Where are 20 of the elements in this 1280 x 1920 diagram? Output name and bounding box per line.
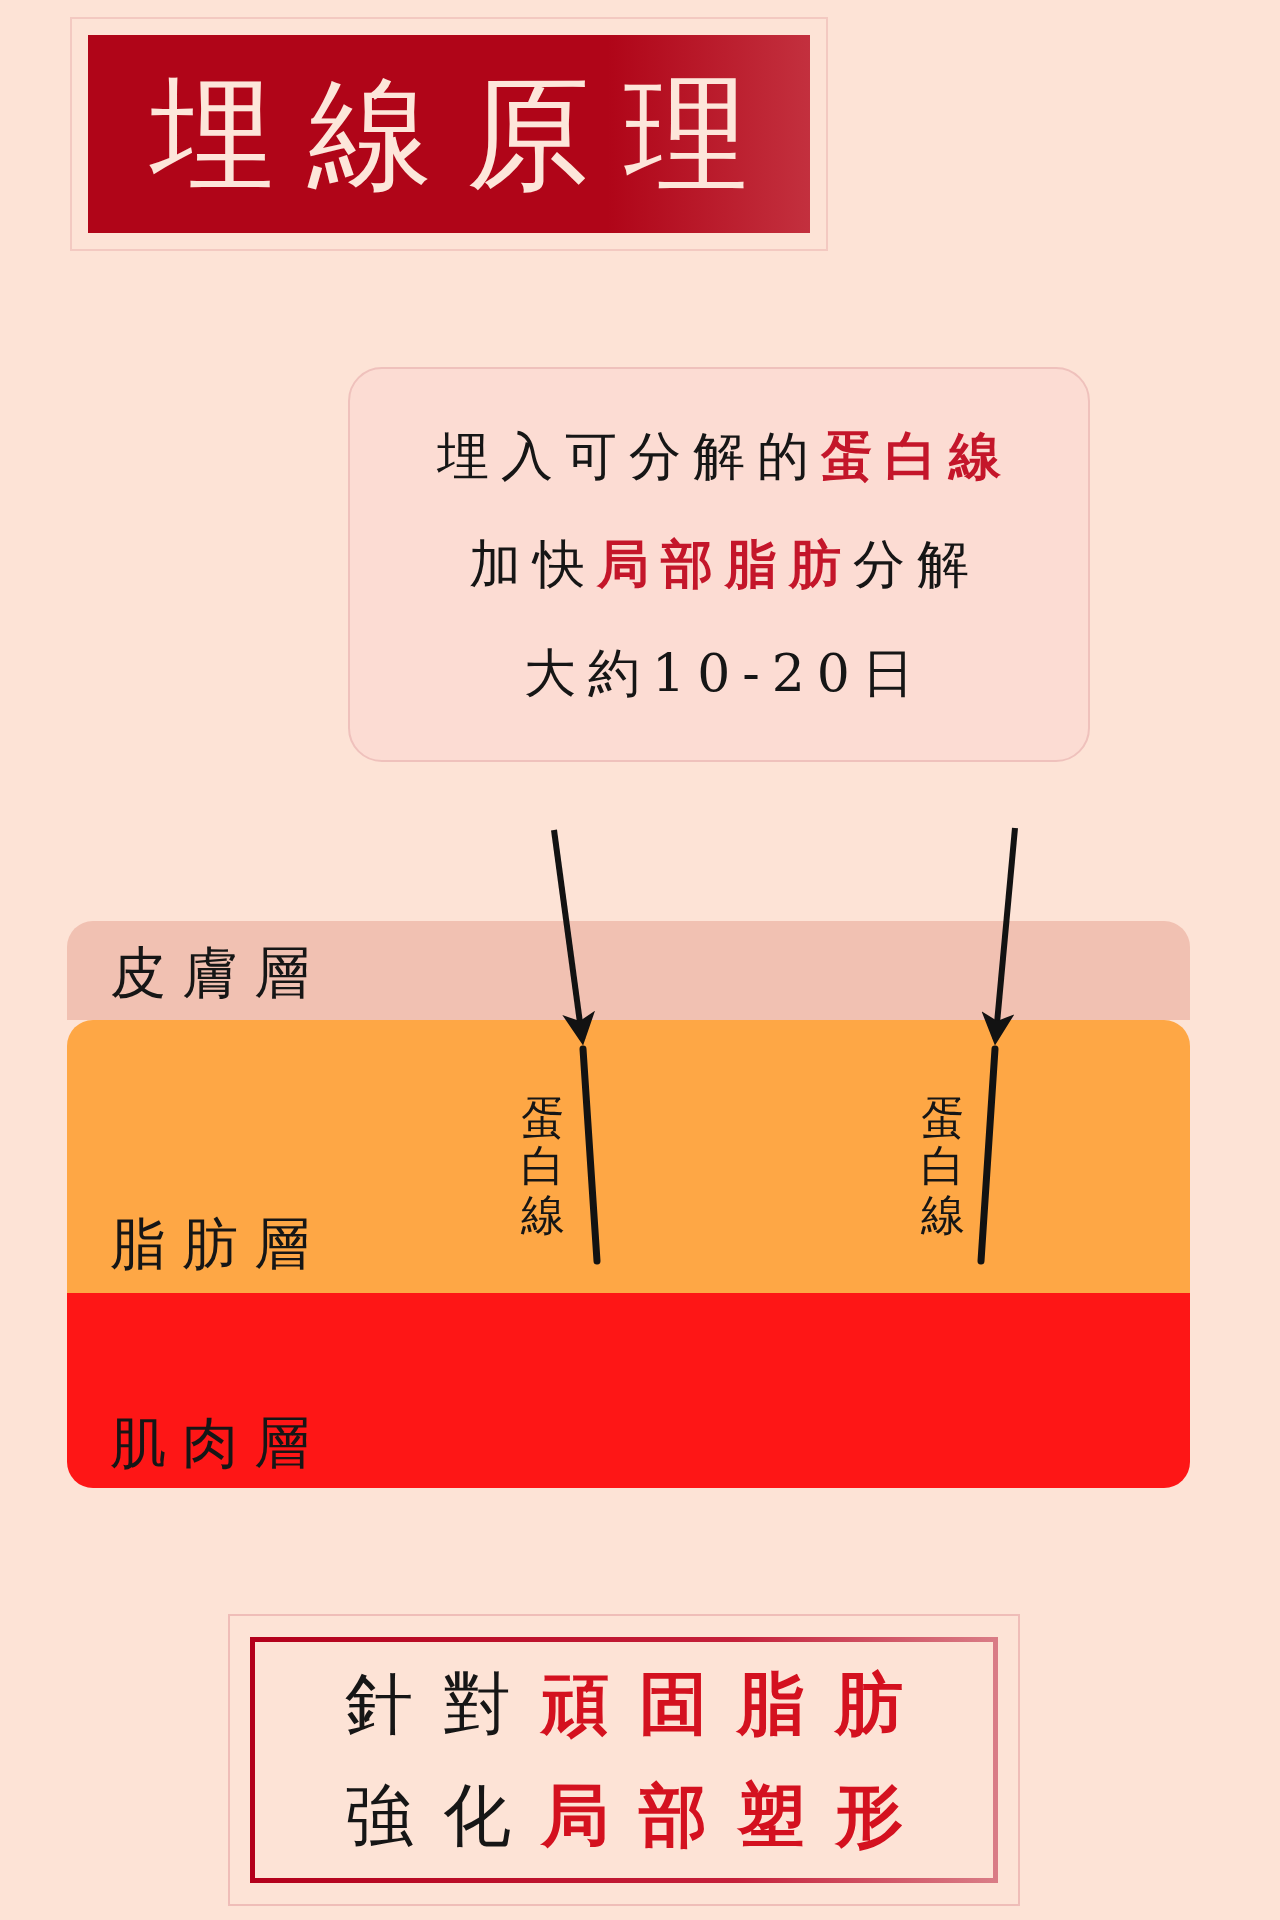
muscle-layer-band (67, 1293, 1190, 1488)
info-text: 加快局部脂肪分解 (468, 533, 981, 596)
info-text: 大約10-20日 (523, 641, 926, 705)
info-box (348, 367, 1090, 762)
layer-label: 脂肪層 (110, 1210, 326, 1278)
slogan-box (250, 1637, 998, 1883)
fat-layer-band (67, 1020, 1190, 1293)
thread-label: 蛋白線 (521, 1094, 565, 1240)
arrow (551, 829, 595, 1046)
thread-line (578, 1045, 602, 1265)
slogan-text: 強化局部塑形 (344, 1775, 933, 1857)
thread-line (976, 1045, 1000, 1265)
layer-label: 皮膚層 (110, 939, 326, 1007)
title-banner: 埋線原理 (88, 35, 810, 233)
arrow (981, 827, 1018, 1046)
slogan-text: 針對頑固脂肪 (344, 1663, 933, 1745)
layer-label: 肌肉層 (110, 1409, 326, 1477)
info-text: 埋入可分解的蛋白線 (436, 424, 1013, 488)
thread-label: 蛋白線 (921, 1094, 965, 1240)
skin-layer-band (67, 921, 1190, 1020)
